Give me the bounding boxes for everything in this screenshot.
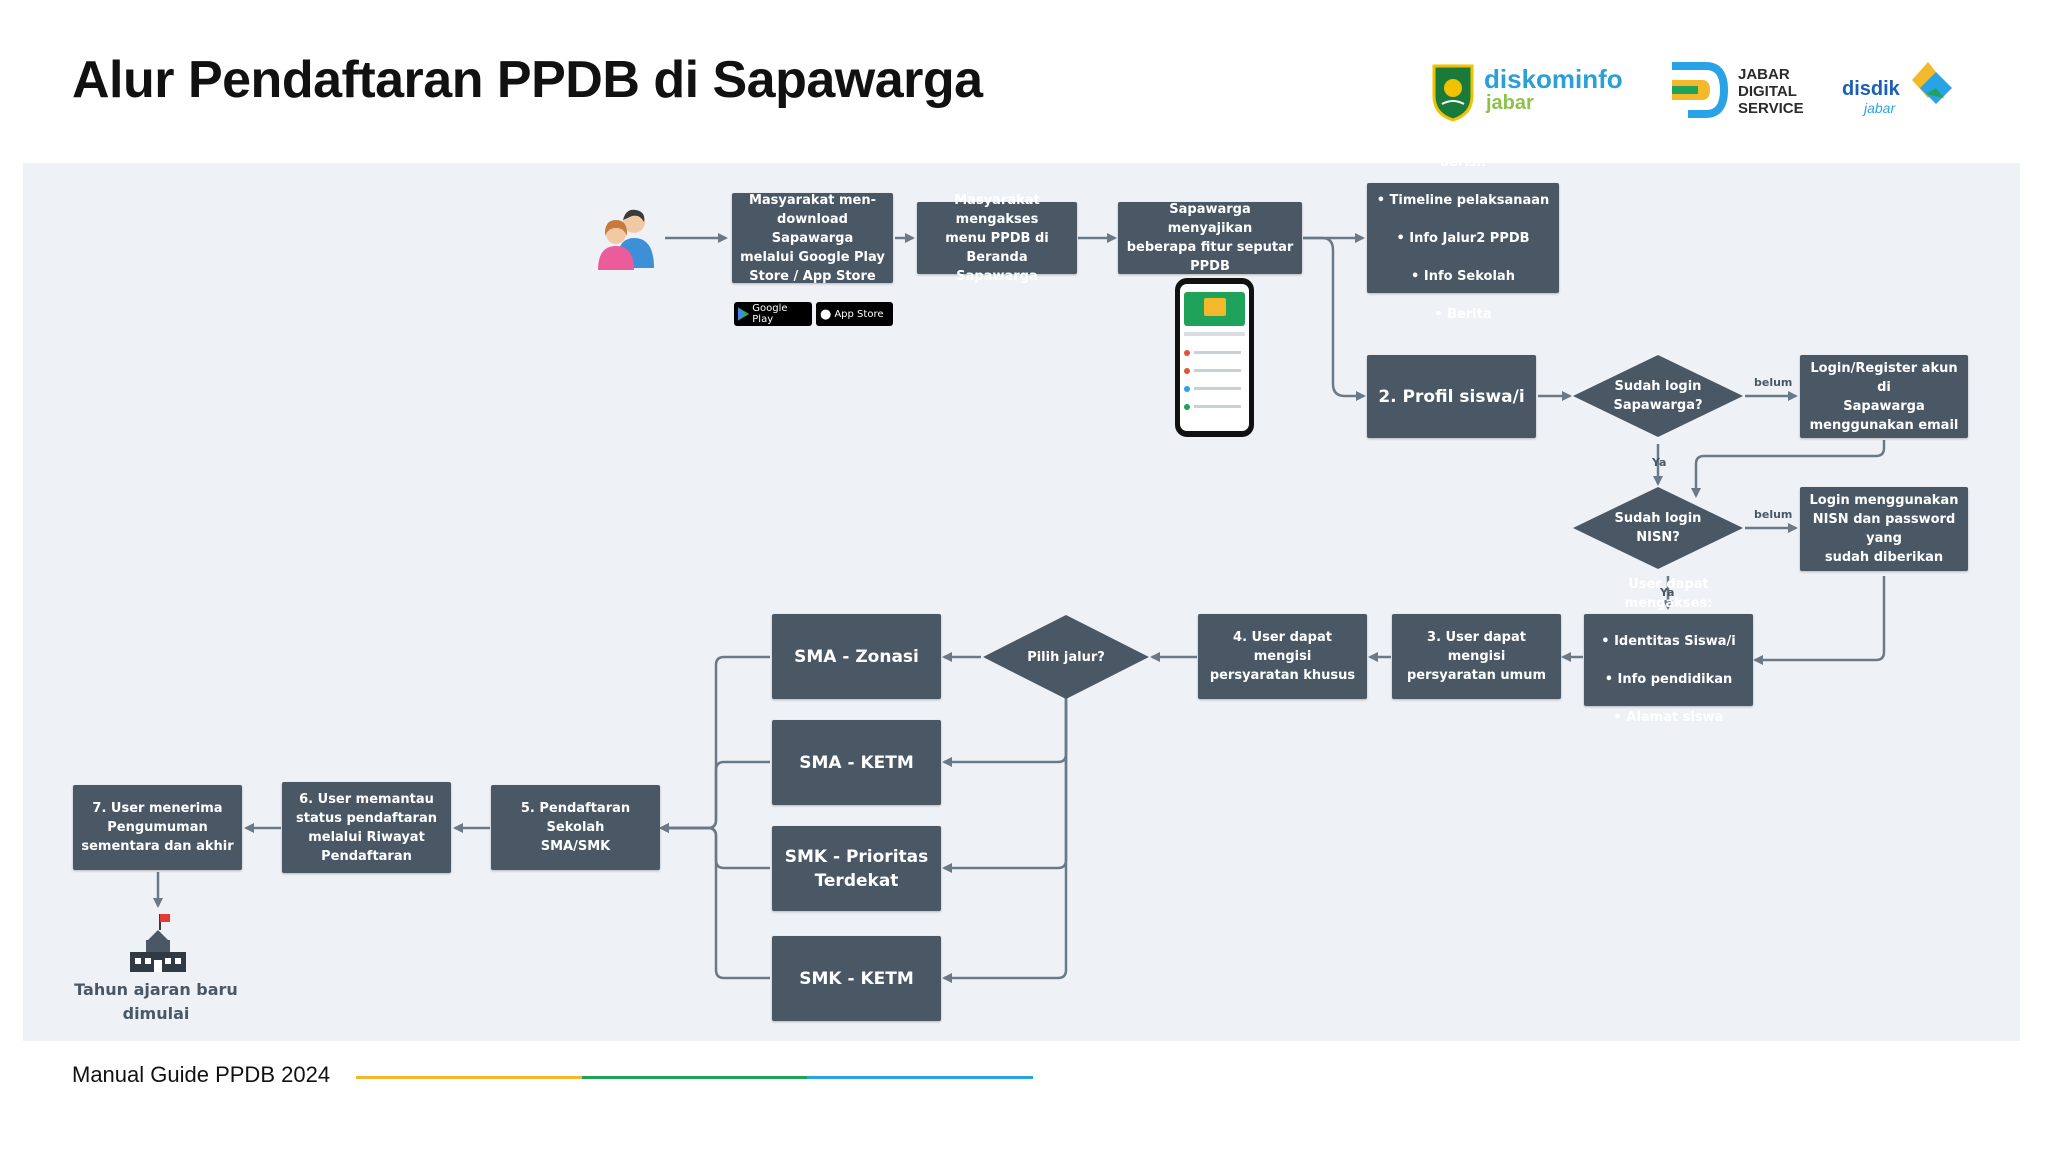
footer-divider-blue xyxy=(807,1076,1034,1079)
footer-divider-yellow xyxy=(356,1076,582,1079)
diskominfo-logo-text: diskominfo xyxy=(1484,64,1623,94)
access-title: User dapat mengakses: xyxy=(1624,576,1713,611)
label-belum-1: belum xyxy=(1754,376,1793,389)
node-ppdb-information: 1. Informasi PPDB berisi: Timeline pelak… xyxy=(1367,136,1559,322)
label-belum-2: belum xyxy=(1754,508,1793,521)
phone-mockup-image xyxy=(1175,278,1254,437)
apple-icon: ● xyxy=(820,306,832,322)
decision-login-nisn-label: Sudah login NISN? xyxy=(1614,511,1702,545)
user-people-icon xyxy=(594,206,664,272)
info-item: Info Jalur2 PPDB xyxy=(1377,229,1550,248)
diskominfo-logo-subtext: jabar xyxy=(1486,92,1534,114)
node-sma-ketm: SMA - KETM xyxy=(772,720,941,805)
node-user-access: User dapat mengakses: Identitas Siswa/i … xyxy=(1584,577,1753,725)
node-login-nisn: Login menggunakan NISN dan password yang… xyxy=(1800,487,1968,571)
node-step5-school-registration: 5. Pendaftaran Sekolah SMA/SMK xyxy=(491,785,660,870)
node-step7-announcement: 7. User menerima Pengumuman sementara da… xyxy=(73,785,242,870)
disdik-logo: disdik jabar xyxy=(1840,58,1952,120)
footer-label: Manual Guide PPDB 2024 xyxy=(72,1062,331,1087)
info-list: Timeline pelaksanaan Info Jalur2 PPDB In… xyxy=(1377,172,1550,343)
new-school-year-caption: Tahun ajaran baru dimulai xyxy=(74,980,238,1023)
node-register-account: Login/Register akun di Sapawarga menggun… xyxy=(1800,355,1968,438)
footer-divider-green xyxy=(581,1076,808,1079)
label-ya-1: Ya xyxy=(1652,456,1667,469)
node-student-profile: 2. Profil siswa/i xyxy=(1367,355,1536,438)
diskominfo-logo: diskominfo jabar xyxy=(1428,58,1623,122)
jabar-digital-service-logo: JABAR DIGITAL SERVICE xyxy=(1668,60,1818,122)
label-ya-2: Ya xyxy=(1660,586,1675,599)
app-store-badge: ● App Store xyxy=(816,302,893,326)
node-smk-ketm: SMK - KETM xyxy=(772,936,941,1021)
jds-line1: JABAR xyxy=(1738,66,1790,83)
access-item: Info pendidikan xyxy=(1601,670,1736,689)
google-play-icon xyxy=(738,307,750,321)
access-item: Identitas Siswa/i xyxy=(1601,632,1736,651)
footer-divider xyxy=(356,1076,1034,1079)
node-sapawarga-features: Sapawarga menyajikan beberapa fitur sepu… xyxy=(1118,202,1302,274)
access-list: Identitas Siswa/i Info pendidikan Alamat… xyxy=(1601,613,1736,746)
disdik-logo-subtext: jabar xyxy=(1864,100,1896,116)
jds-line2: DIGITAL xyxy=(1738,83,1797,100)
node-step3-general-requirements: 3. User dapat mengisi persyaratan umum xyxy=(1392,614,1561,699)
info-title: 1. Informasi PPDB berisi: xyxy=(1396,135,1530,170)
page-title: Alur Pendaftaran PPDB di Sapawarga xyxy=(72,51,983,109)
jds-line3: SERVICE xyxy=(1738,100,1804,117)
decision-login-sapawarga-label: Sudah login Sapawarga? xyxy=(1613,379,1703,413)
info-item: Timeline pelaksanaan xyxy=(1377,191,1550,210)
node-step6-monitor-status: 6. User memantau status pendaftaran mela… xyxy=(282,782,451,873)
app-store-label: App Store xyxy=(834,308,884,320)
access-item: Alamat siswa xyxy=(1601,708,1736,727)
node-download-sapawarga: Masyarakat men- download Sapawarga melal… xyxy=(732,193,893,284)
school-building-icon xyxy=(126,912,190,974)
info-item: Berita xyxy=(1377,305,1550,324)
google-play-label: Google Play xyxy=(752,303,788,325)
node-smk-prioritas-terdekat: SMK - Prioritas Terdekat xyxy=(772,826,941,911)
decision-choose-path-label: Pilih jalur? xyxy=(1027,649,1105,665)
disdik-logo-text: disdik xyxy=(1842,78,1900,100)
node-sma-zonasi: SMA - Zonasi xyxy=(772,614,941,699)
node-access-ppdb-menu: Masyarakat mengakses menu PPDB di Berand… xyxy=(917,193,1077,284)
info-item: Info Sekolah xyxy=(1377,267,1550,286)
google-play-badge: Google Play xyxy=(734,302,812,326)
node-step4-special-requirements: 4. User dapat mengisi persyaratan khusus xyxy=(1198,614,1367,699)
